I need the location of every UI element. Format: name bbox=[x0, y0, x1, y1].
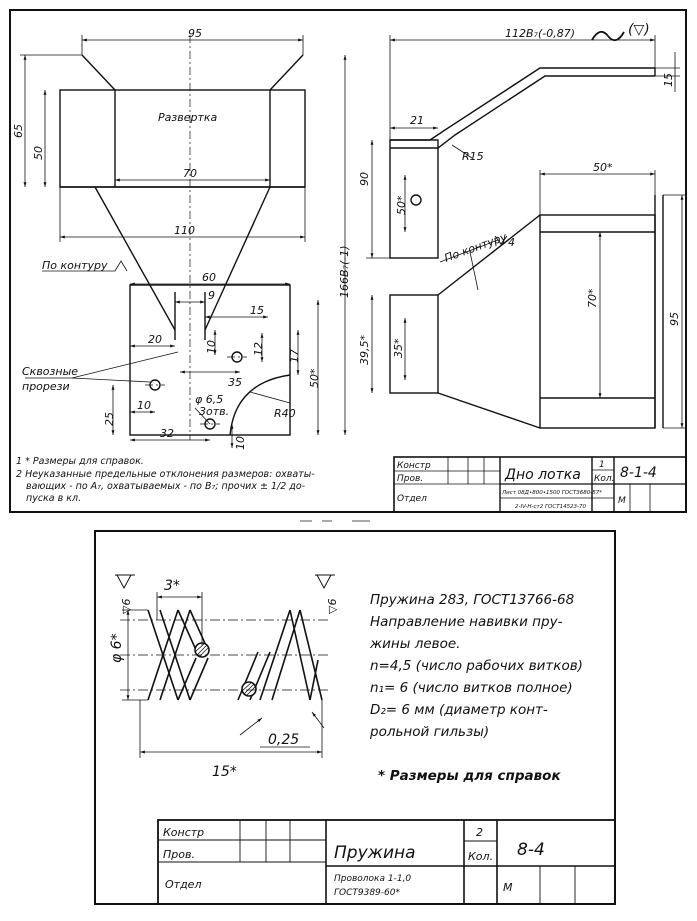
dim-3-pitch: 3* bbox=[164, 578, 180, 594]
dim-50-star-side: 50* bbox=[395, 195, 408, 215]
dim-90: 90 bbox=[358, 172, 371, 186]
tb1-m: М bbox=[618, 496, 626, 506]
roughness-symbols bbox=[115, 574, 335, 590]
tb2-prov: Пров. bbox=[163, 848, 195, 861]
dim-60: 60 bbox=[202, 271, 216, 284]
dim-35: 35 bbox=[228, 376, 242, 389]
note-1: 1 * Размеры для справок. bbox=[16, 456, 144, 467]
spec-line-2: Направление навивки пру- bbox=[370, 614, 563, 630]
note-2b: вающих - по А₇, охватываемых - по В₇; пр… bbox=[26, 481, 306, 492]
development-dimensions bbox=[20, 35, 347, 448]
note-2a: 2 Неуказанные предельные отклонения разм… bbox=[16, 469, 315, 480]
tb1-otdel: Отдел bbox=[397, 494, 427, 504]
tb1-qty: 1 bbox=[599, 460, 605, 470]
label-razvertka: Развертка bbox=[158, 111, 218, 124]
spec-line-5: n₁= 6 (число витков полное) bbox=[370, 680, 573, 696]
dim-25: 25 bbox=[103, 412, 116, 426]
spec-line-1: Пружина 283, ГОСТ13766-68 bbox=[370, 592, 574, 608]
spec-line-3: жины левое. bbox=[369, 636, 460, 652]
tb1-qty-label: Кол. bbox=[594, 474, 615, 484]
roughness-corner-label: (▽) bbox=[628, 22, 650, 38]
tb2-material-1: Проволока 1-1,0 bbox=[334, 874, 411, 884]
sym-right-6: ▽6 bbox=[326, 599, 339, 614]
dim-21: 21 bbox=[410, 114, 424, 127]
dim-95-right: 95 bbox=[668, 312, 681, 326]
tb2-otdel: Отдел bbox=[165, 878, 201, 891]
dim-166: 166В₇(-1) bbox=[338, 245, 351, 298]
roughness-tilde-symbol: (▽) bbox=[591, 22, 650, 42]
dim-15-slot: 15 bbox=[250, 304, 264, 317]
dim-70: 70 bbox=[183, 167, 197, 180]
spring-wire-sections bbox=[194, 642, 257, 697]
tb1-material-1: Лист 08Д•800•1500 ГОСТ3680-57* bbox=[501, 490, 602, 496]
dim-3-holes: 3отв. bbox=[199, 405, 229, 418]
tb2-konstr: Констр bbox=[163, 826, 204, 839]
tb2-title: Пружина bbox=[334, 843, 416, 863]
tb2-m: М bbox=[503, 881, 513, 894]
dim-32: 32 bbox=[160, 427, 174, 440]
dim-65: 65 bbox=[12, 124, 25, 138]
dim-70-star: 70* bbox=[586, 288, 599, 308]
dim-17: 17 bbox=[288, 349, 301, 363]
tb1-title: Дно лотка bbox=[504, 467, 581, 483]
dim-39-5: 39,5* bbox=[358, 335, 371, 365]
note-2c: пуска в кл. bbox=[26, 493, 81, 504]
side-view-dimensions bbox=[366, 35, 680, 259]
tb1-material-2: 2-IV-Н-ст2 ГОСТ14523-70 bbox=[515, 504, 587, 510]
side-view bbox=[389, 67, 656, 259]
sheet1-frame bbox=[9, 9, 687, 513]
label-po-konturu-left: По контуру bbox=[42, 259, 108, 272]
tb2-qty: 2 bbox=[476, 826, 483, 839]
dim-50-star-low: 50* bbox=[308, 368, 321, 388]
spring-dimensions bbox=[122, 592, 325, 758]
dim-110: 110 bbox=[174, 224, 195, 237]
dim-95-top: 95 bbox=[188, 27, 202, 40]
dim-6-5-hole: φ 6,5 bbox=[195, 393, 223, 406]
tb1-konstr: Констр bbox=[397, 461, 431, 471]
dim-15-side: 15 bbox=[662, 73, 675, 87]
dim-50-left: 50 bbox=[32, 146, 45, 160]
dim-r15: R15 bbox=[462, 150, 484, 163]
spring-centerlines bbox=[120, 619, 330, 691]
dim-112: 112В₇(-0,87) bbox=[505, 27, 575, 40]
dim-9: 9 bbox=[208, 289, 215, 302]
label-skvoznye: Сквозные bbox=[22, 365, 78, 378]
dim-10-bottom: 10 bbox=[234, 436, 247, 450]
title-block-2 bbox=[157, 819, 616, 905]
tb1-prov: Пров. bbox=[397, 474, 423, 484]
dim-12: 12 bbox=[252, 342, 265, 356]
sym-left-6: ▽6 bbox=[120, 599, 133, 614]
tb2-material-2: ГОСТ9389-60* bbox=[334, 888, 400, 898]
dim-10-hole: 10 bbox=[137, 399, 151, 412]
tb2-code: 8-4 bbox=[517, 840, 545, 860]
title-block-1 bbox=[393, 456, 687, 513]
dim-10-slot: 10 bbox=[205, 340, 218, 354]
dim-15-length: 15* bbox=[212, 764, 237, 780]
tb2-qty-label: Кол. bbox=[468, 850, 493, 863]
dim-35-star: 35* bbox=[392, 338, 405, 358]
label-prorezi: прорези bbox=[22, 380, 70, 393]
weld-symbol: 4 bbox=[494, 235, 515, 249]
tb1-code: 8-1-4 bbox=[620, 465, 657, 481]
dim-r40: R40 bbox=[274, 407, 296, 420]
plan-view bbox=[389, 195, 664, 429]
spec-line-4: n=4,5 (число рабочих витков) bbox=[370, 658, 583, 674]
dim-50-star-plan: 50* bbox=[593, 161, 613, 174]
dim-20: 20 bbox=[148, 333, 162, 346]
spring-spec: Пружина 283, ГОСТ13766-68 Направление на… bbox=[369, 592, 583, 740]
dim-6-diameter: φ 6* bbox=[109, 633, 125, 663]
ref-note: * Размеры для справок bbox=[378, 768, 561, 784]
spec-line-7: рольной гильзы) bbox=[369, 724, 489, 740]
weld-4-label: 4 bbox=[508, 236, 515, 249]
spec-line-6: D₂= 6 мм (диаметр конт- bbox=[370, 702, 548, 718]
plan-view-dimensions bbox=[370, 170, 687, 429]
dim-0-25: 0,25 bbox=[268, 732, 299, 748]
